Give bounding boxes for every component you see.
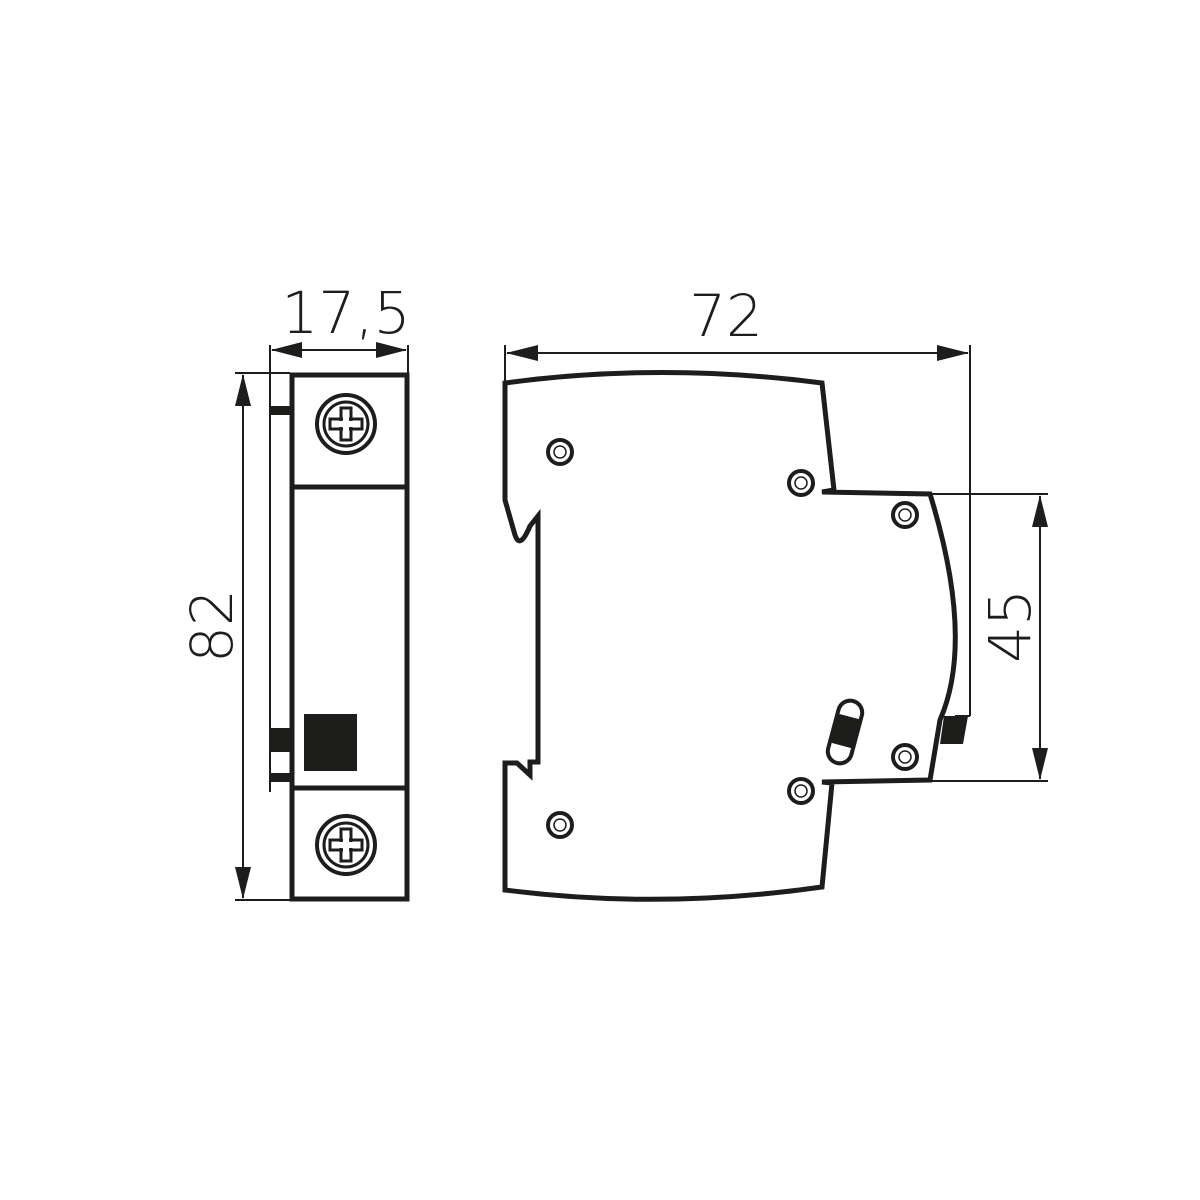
rivet-icon	[546, 438, 574, 466]
terminal-screw-bottom-icon	[315, 814, 377, 876]
toggle-lever-icon	[825, 698, 865, 766]
terminal-screw-top-icon	[315, 393, 377, 455]
width-label: 17,5	[281, 279, 410, 347]
side-view	[502, 345, 971, 902]
din-clip-tab-top	[270, 406, 292, 415]
front-tab	[940, 716, 968, 744]
rivet-icon	[787, 469, 815, 497]
rivet-icons	[546, 438, 919, 839]
rivet-icon	[787, 777, 815, 805]
rivet-icon	[891, 743, 919, 771]
width-dimension: 17,5	[269, 279, 411, 375]
front-height-dimension: 45	[930, 493, 1048, 782]
rivet-icon	[891, 501, 919, 529]
din-clip-tab-mid	[270, 728, 292, 752]
depth-label: 72	[689, 282, 763, 350]
front-height-label: 45	[976, 589, 1044, 663]
front-view	[269, 372, 410, 902]
rivet-icon	[546, 811, 574, 839]
height-dimension: 82	[178, 372, 290, 901]
height-label: 82	[178, 589, 246, 663]
depth-dimension: 72	[504, 282, 969, 383]
din-clip-tab-bottom	[270, 773, 292, 782]
indicator-window	[304, 714, 357, 771]
front-body-outline	[289, 372, 410, 902]
